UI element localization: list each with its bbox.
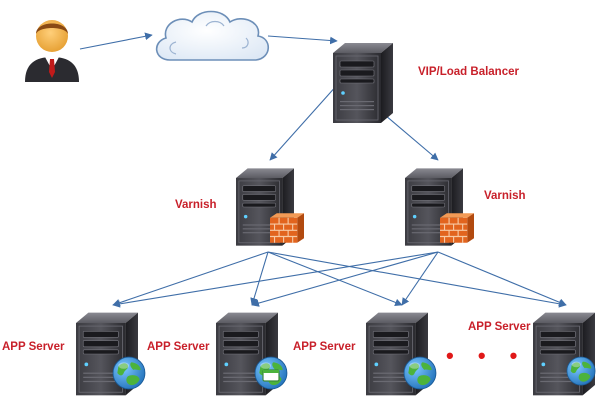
- user-icon: [25, 20, 79, 82]
- arrow-lb-to-varnish-1: [269, 83, 339, 161]
- app-server-3: [365, 312, 437, 396]
- app-server-1-label: APP Server: [2, 341, 65, 353]
- varnish-1-label: Varnish: [175, 199, 217, 211]
- app-server-4-label: APP Server: [468, 321, 531, 333]
- arrow-varnish-2-to-app-1: [112, 251, 439, 308]
- varnish-2-label: Varnish: [484, 190, 526, 202]
- globe-icon: [403, 356, 437, 390]
- varnish-server-1: [235, 167, 305, 247]
- arrow-varnish-1-to-app-4: [267, 251, 567, 308]
- arrow-varnish-2-to-app-2: [251, 251, 439, 307]
- firewall-icon: [269, 212, 305, 244]
- globe-icon: [566, 356, 596, 386]
- firewall-icon: [439, 212, 475, 244]
- app-server-1: [75, 312, 146, 396]
- connections: [79, 32, 567, 308]
- arrow-varnish-2-to-app-3: [401, 251, 439, 306]
- app-server-2: [215, 312, 288, 396]
- load-balancer-label: VIP/Load Balancer: [418, 66, 519, 78]
- arrow-varnish-1-to-app-3: [267, 251, 403, 307]
- arrow-user-to-cloud: [79, 32, 153, 50]
- app-server-4: [532, 312, 596, 396]
- arrow-varnish-1-to-app-2: [250, 251, 269, 306]
- app-server-2-label: APP Server: [147, 341, 210, 353]
- globe-icon: [112, 356, 146, 390]
- load-balancer-server: [332, 42, 394, 124]
- more-servers-ellipsis: • • •: [446, 343, 527, 368]
- varnish-server-2: [404, 167, 475, 247]
- arrow-cloud-to-load-balancer: [267, 35, 338, 45]
- server-icon: [332, 42, 394, 124]
- arrow-varnish-2-to-app-4: [437, 251, 567, 306]
- arrow-varnish-1-to-app-1: [112, 251, 269, 307]
- cloud-icon: [155, 10, 270, 61]
- app-server-3-label: APP Server: [293, 341, 356, 353]
